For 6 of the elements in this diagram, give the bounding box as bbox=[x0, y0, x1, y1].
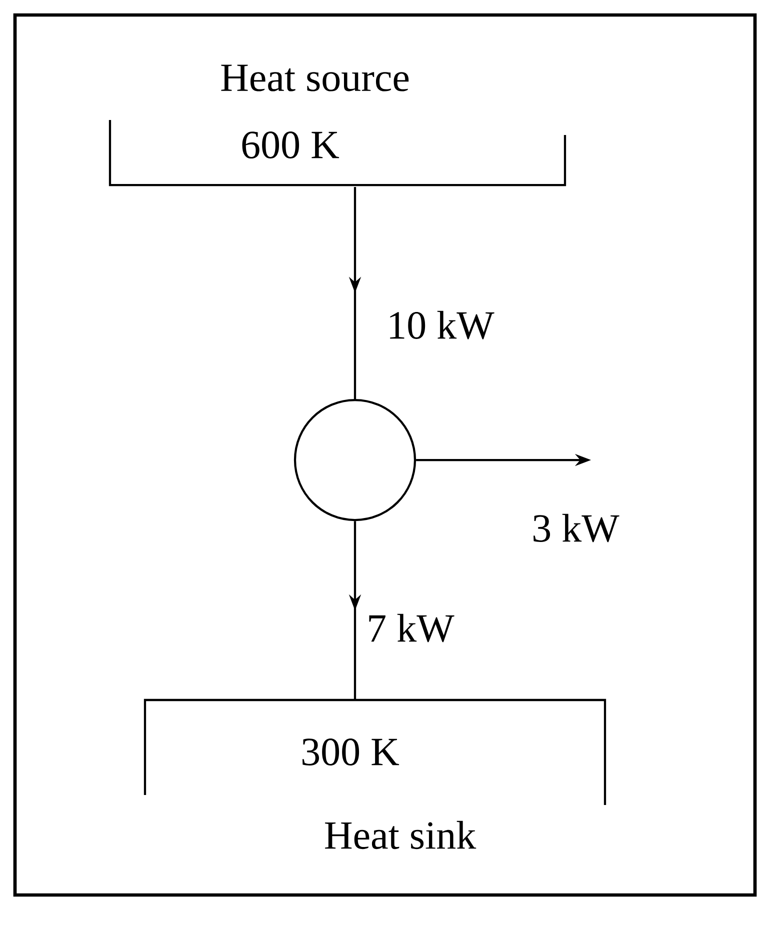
edge-label: 7 kW bbox=[365, 612, 456, 644]
heat-sink-box: 300 K Heat sink bbox=[144, 698, 606, 850]
heat-source-box: Heat source 600 K bbox=[108, 64, 566, 186]
edge-label: 3 kW bbox=[530, 512, 621, 544]
edge-label: 10 kW bbox=[385, 310, 496, 341]
engine-circle bbox=[294, 398, 416, 522]
